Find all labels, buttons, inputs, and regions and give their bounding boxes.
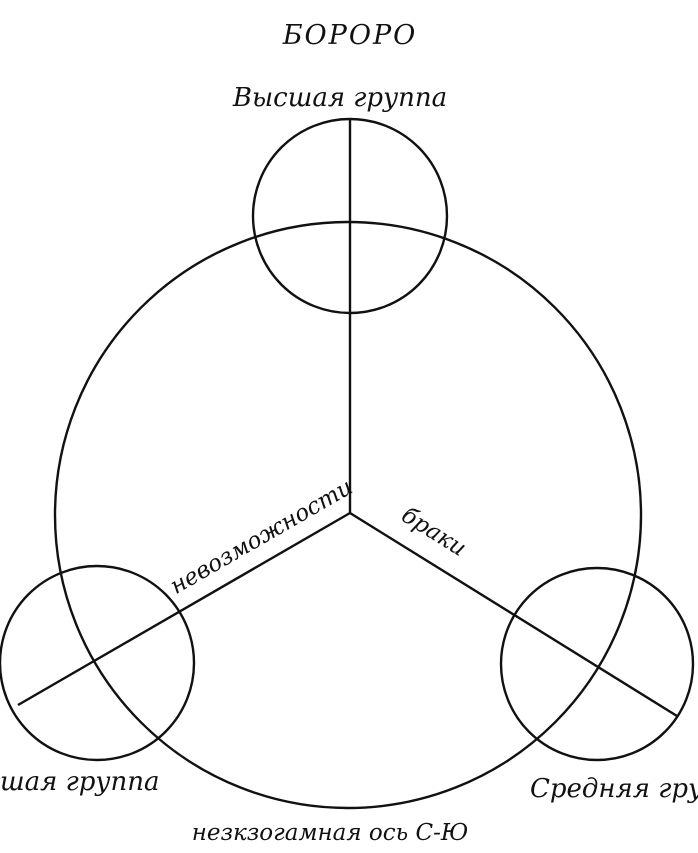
right-group-label: Средняя груп xyxy=(530,774,698,804)
top-group-label: Высшая группа xyxy=(232,83,447,113)
village-circle xyxy=(53,220,643,810)
left-axis-label: невозможности xyxy=(166,474,357,600)
bottom-axis-label: незкзогамная ось С-Ю xyxy=(192,820,469,846)
diagram-title: БОРОРО xyxy=(282,20,418,51)
left-group-circle xyxy=(0,564,196,762)
left-axis-line xyxy=(17,511,351,707)
right-group-circle xyxy=(499,566,695,762)
right-axis-line xyxy=(349,511,678,718)
left-group-label: шая группа xyxy=(0,767,159,797)
right-axis-label: браки xyxy=(397,502,471,562)
